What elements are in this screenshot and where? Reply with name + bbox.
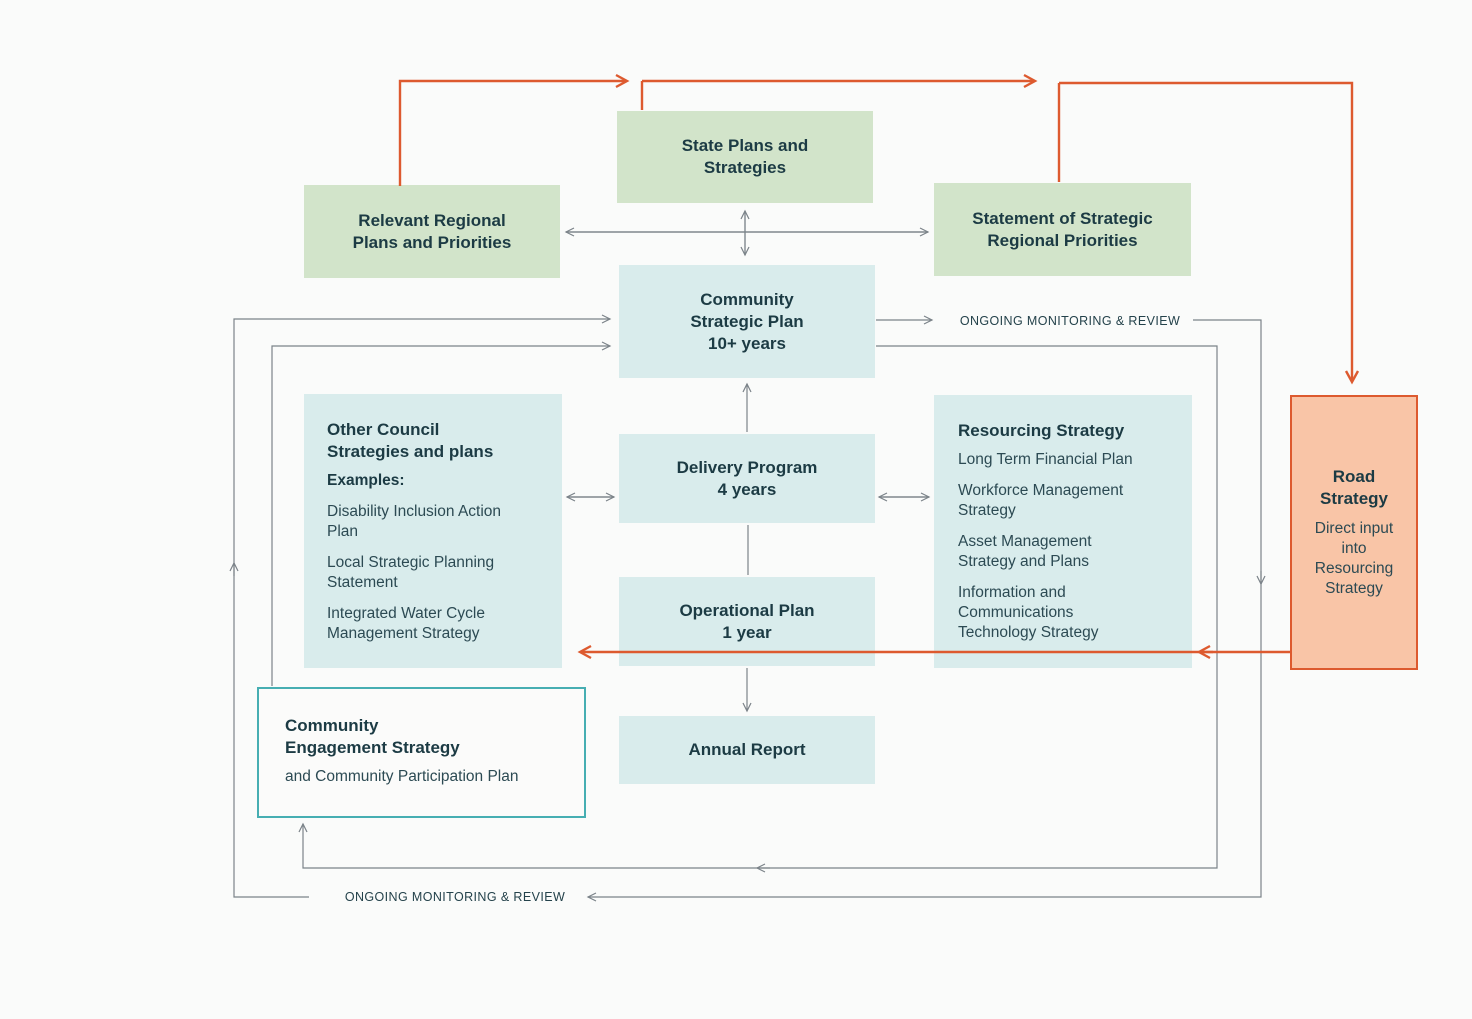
relevant-regional-title: Relevant Regional Plans and Priorities bbox=[352, 210, 512, 252]
other-council-strategies-box: Other Council Strategies and plans Examp… bbox=[304, 394, 562, 668]
community-strategic-plan-title: Community Strategic Plan 10+ years bbox=[690, 289, 804, 353]
delivery-program-title: Delivery Program 4 years bbox=[676, 457, 818, 499]
list-item: Workforce Management Strategy bbox=[958, 482, 1124, 519]
road-strategy-box: Road Strategy Direct input into Resourci… bbox=[1290, 395, 1418, 670]
other-council-title: Other Council Strategies and plans bbox=[327, 420, 494, 461]
operational-plan-title: Operational Plan 1 year bbox=[679, 600, 815, 642]
community-strategic-plan-box: Community Strategic Plan 10+ years bbox=[619, 265, 875, 378]
community-engagement-title: Community Engagement Strategy bbox=[285, 716, 460, 757]
operational-plan-box: Operational Plan 1 year bbox=[619, 577, 875, 666]
list-item: Local Strategic Planning Statement bbox=[327, 554, 495, 591]
resourcing-strategy-box: Resourcing Strategy Long Term Financial … bbox=[934, 395, 1192, 668]
ongoing-monitoring-review-label-top: ONGOING MONITORING & REVIEW bbox=[959, 314, 1181, 328]
road-strategy-title: Road Strategy bbox=[1319, 467, 1389, 508]
other-council-examples-label: Examples: bbox=[327, 472, 405, 489]
road-strategy-subtitle: Direct input into Resourcing Strategy bbox=[1314, 520, 1394, 597]
ongoing-monitoring-review-label-bottom: ONGOING MONITORING & REVIEW bbox=[344, 890, 566, 904]
state-plans-box: State Plans and Strategies bbox=[617, 111, 873, 203]
statement-regional-title: Statement of Strategic Regional Prioriti… bbox=[972, 208, 1153, 250]
annual-report-title: Annual Report bbox=[688, 740, 806, 759]
resourcing-strategy-title: Resourcing Strategy bbox=[958, 421, 1125, 440]
regional-to-stateplans-arrow bbox=[398, 73, 630, 186]
list-item: Disability Inclusion Action Plan bbox=[327, 503, 502, 540]
annual-report-box: Annual Report bbox=[619, 716, 875, 784]
relevant-regional-box: Relevant Regional Plans and Priorities bbox=[304, 185, 560, 278]
list-item: Integrated Water Cycle Management Strate… bbox=[327, 605, 485, 642]
delivery-program-box: Delivery Program 4 years bbox=[619, 434, 875, 523]
state-plans-title: State Plans and Strategies bbox=[681, 136, 809, 177]
list-item: Information and Communications Technolog… bbox=[958, 584, 1099, 641]
community-engagement-subtitle: and Community Participation Plan bbox=[285, 768, 519, 785]
community-engagement-strategy-box: Community Engagement Strategy and Commun… bbox=[257, 687, 586, 818]
list-item: Long Term Financial Plan bbox=[958, 451, 1133, 468]
list-item: Asset Management Strategy and Plans bbox=[958, 533, 1092, 570]
statement-regional-box: Statement of Strategic Regional Prioriti… bbox=[934, 183, 1191, 276]
